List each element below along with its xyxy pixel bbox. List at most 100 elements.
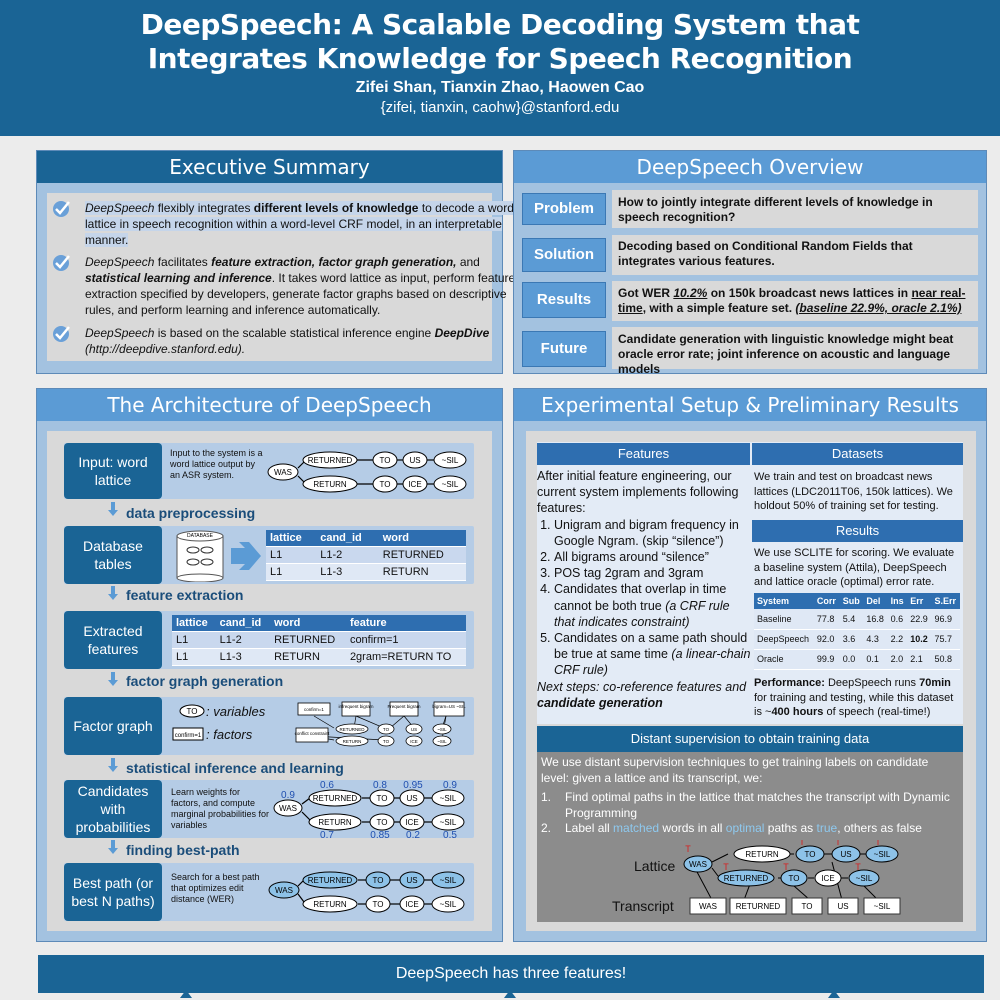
step-data-preprocessing: data preprocessing <box>126 505 256 521</box>
transcript-word: WAS <box>699 902 717 911</box>
svg-text:TO: TO <box>377 818 388 827</box>
step-finding-best-path: finding best-path <box>126 842 240 858</box>
svg-text:RETURN: RETURN <box>745 850 779 859</box>
distant-supervision-head: Distant supervision to obtain training d… <box>537 726 963 752</box>
arrow-right-icon <box>231 542 261 570</box>
authors: Zifei Shan, Tianxin Zhao, Haowen Cao <box>355 79 645 96</box>
prob-bottom-2: 0.2 <box>406 830 420 840</box>
svg-text:RETURNED: RETURNED <box>724 874 769 883</box>
prob-top-3: 0.9 <box>443 780 457 791</box>
footer-connector-icons <box>180 990 840 998</box>
overview-text-future: Candidate generation with linguistic kno… <box>612 327 978 376</box>
lat-word-0: WAS <box>274 468 292 477</box>
down-arrow-icon <box>108 586 118 600</box>
svg-text:ICE: ICE <box>405 900 418 909</box>
transcript-word: RETURNED <box>736 902 781 911</box>
stage-input: Input: word lattice <box>64 443 162 499</box>
svg-text:TO: TO <box>383 727 390 732</box>
summary-item-3-c: DeepDive <box>434 326 490 340</box>
true-mark: T <box>799 840 805 847</box>
database-label: DATABASE <box>187 533 214 539</box>
summary-item-1-b: flexibly integrates <box>154 201 254 215</box>
svg-text:US: US <box>411 727 417 732</box>
results-t3: on 150k broadcast news lattices in <box>707 286 912 300</box>
prob-bottom-3: 0.5 <box>443 830 457 840</box>
variables-legend: : variables <box>206 704 266 719</box>
feature-item-3: POS tag 2gram and 3gram <box>554 565 751 581</box>
variable-node-legend: TO <box>179 704 205 718</box>
summary-item-1: DeepSpeech flexibly integrates different… <box>53 200 523 248</box>
summary-item-1-c: different levels of knowledge <box>253 201 419 215</box>
checkmark-icon <box>53 255 70 271</box>
lat-word-4: ~SIL <box>442 456 459 465</box>
checkmark-icon <box>53 326 70 342</box>
overview-text-results: Got WER 10.2% on 150k broadcast news lat… <box>612 281 978 321</box>
svg-text:WAS: WAS <box>279 804 297 813</box>
svg-text:TO: TO <box>377 794 388 803</box>
step-statistical-inference: statistical inference and learning <box>126 760 344 776</box>
down-arrow-icon <box>108 840 118 854</box>
transcript-word: TO <box>802 902 813 911</box>
stage-candidates: Candidates with probabilities <box>64 780 162 838</box>
summary-item-3-b: is based on the scalable statistical inf… <box>154 326 435 340</box>
experimental-upper-area <box>537 442 963 724</box>
overview-title: DeepSpeech Overview <box>514 151 986 183</box>
checkmark-icon <box>53 201 70 217</box>
feature-item-5: Candidates on a same path should be true… <box>554 630 751 679</box>
summary-item-2-e: statistical learning and inference <box>85 271 272 285</box>
distant-step-2: Label all matched words in all optimal p… <box>565 821 922 835</box>
step-feature-extraction: feature extraction <box>126 587 244 603</box>
results-realtime: near real-time <box>618 286 966 315</box>
overview-text-problem: How to jointly integrate different level… <box>612 190 978 228</box>
lattice-label: Lattice <box>634 858 676 874</box>
true-mark: T <box>783 862 789 872</box>
lat-word-6: TO <box>380 480 391 489</box>
prob-top-1: 0.8 <box>373 780 387 791</box>
summary-item-1-a: DeepSpeech <box>85 201 155 215</box>
true-mark: T <box>685 844 691 854</box>
feature-item-2: All bigrams around “silence” <box>554 549 751 565</box>
svg-text:~SIL: ~SIL <box>440 876 457 885</box>
down-arrow-icon <box>108 758 118 772</box>
distant-step-1: Find optimal paths in the lattice that m… <box>565 790 950 820</box>
overview-text-solution: Decoding based on Conditional Random Fie… <box>612 235 978 275</box>
svg-text:Frequent bigram: Frequent bigram <box>387 704 420 709</box>
transcript-word: ~SIL <box>874 902 891 911</box>
features-list: Unigram and bigram frequency in Google N… <box>537 517 751 679</box>
distant-intro: We use distant supervision techniques to… <box>541 755 929 785</box>
true-mark: T <box>835 840 841 847</box>
svg-text:TO: TO <box>187 707 198 716</box>
svg-text:TO: TO <box>373 900 384 909</box>
stage-extracted-features: Extracted features <box>64 611 162 669</box>
results-t5: , with a simple feature set. <box>642 301 796 315</box>
architecture-body <box>47 431 492 931</box>
svg-text:~SIL: ~SIL <box>856 874 873 883</box>
overview-panel: DeepSpeech Overview Problem How to joint… <box>513 150 987 376</box>
lat-word-3: US <box>409 456 420 465</box>
down-arrow-icon <box>108 502 118 516</box>
lat-word-5: RETURN <box>313 480 347 489</box>
svg-text:US: US <box>840 850 851 859</box>
svg-text:confirm=1: confirm=1 <box>304 707 324 712</box>
true-mark: T <box>723 862 729 872</box>
prob-top-2: 0.95 <box>403 780 423 791</box>
svg-text:US: US <box>406 876 417 885</box>
svg-text:RETURN: RETURN <box>318 818 352 827</box>
svg-text:~SIL: ~SIL <box>440 900 457 909</box>
results-head: Results <box>752 520 963 542</box>
summary-item-3-d: (http://deepdive.stanford.edu). <box>85 342 246 356</box>
prob-top-0: 0.6 <box>320 780 334 791</box>
svg-text:ICE: ICE <box>410 739 418 744</box>
svg-text:bigram=US ~SIL: bigram=US ~SIL <box>432 704 466 709</box>
prob-was: 0.9 <box>281 790 295 801</box>
transcript-label: Transcript <box>612 898 674 914</box>
svg-text:ICE: ICE <box>405 818 418 827</box>
features-intro: After initial feature engineering, our c… <box>537 469 739 516</box>
three-features-banner: DeepSpeech has three features! <box>38 955 984 993</box>
stage-best-path: Best path (or best N paths) <box>64 863 162 921</box>
svg-text:~SIL: ~SIL <box>874 850 891 859</box>
results-text: We use SCLITE for scoring. We evaluate a… <box>754 547 955 588</box>
overview-label-solution: Solution <box>522 238 606 272</box>
